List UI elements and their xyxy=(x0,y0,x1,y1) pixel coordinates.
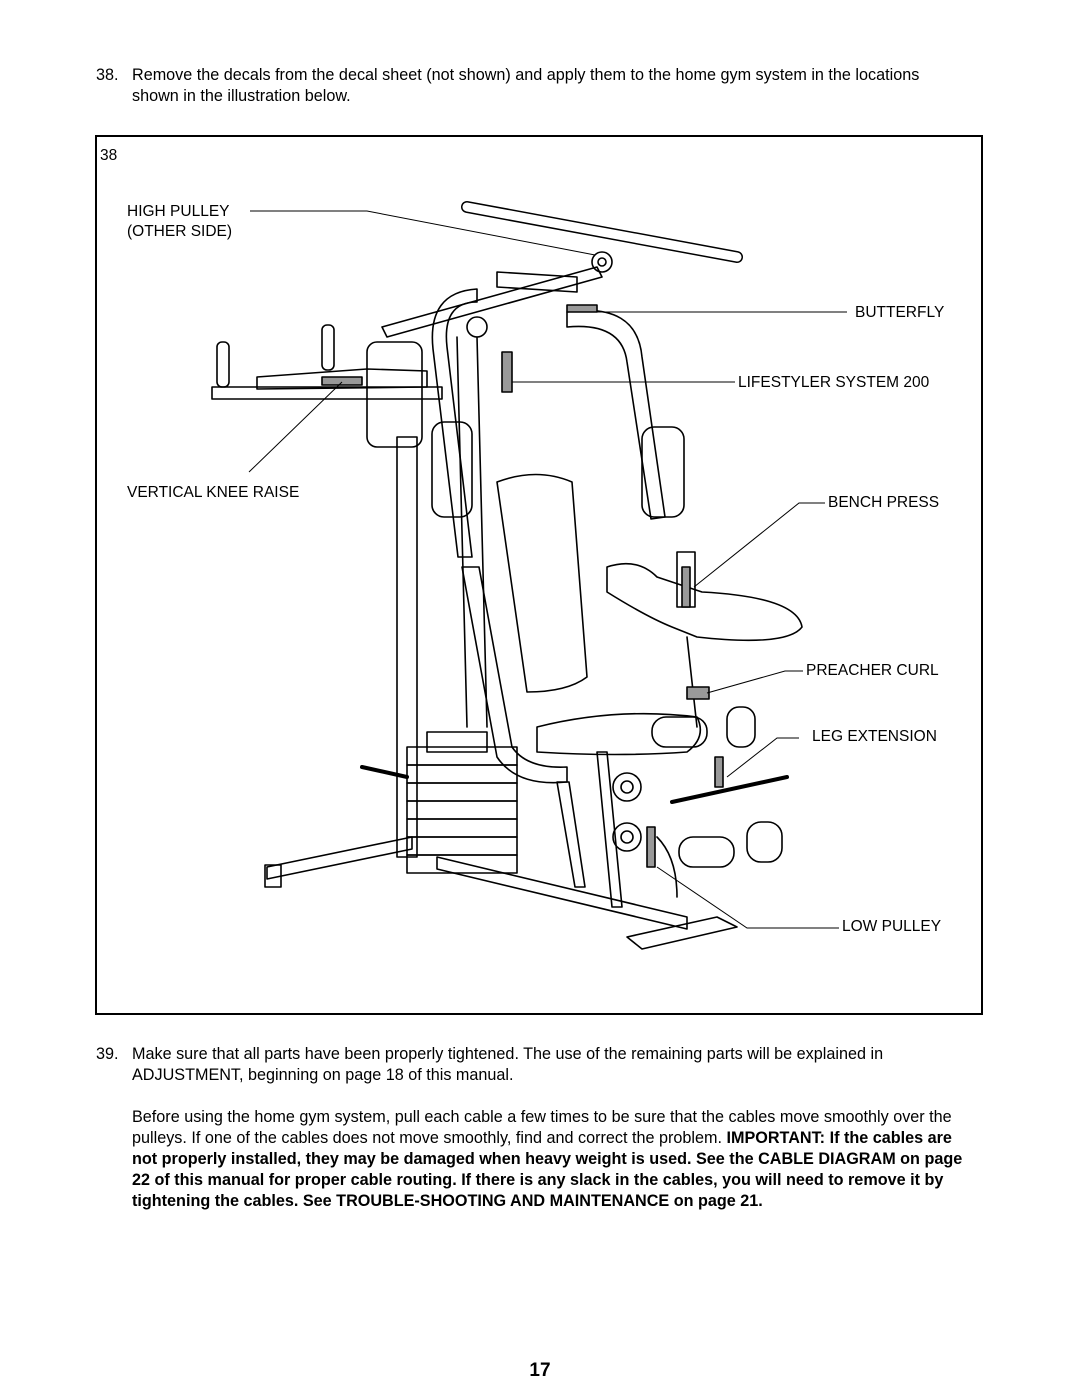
back-pad-upper xyxy=(366,341,423,448)
base-end-cap xyxy=(264,864,282,888)
leg-extension-pad-upper xyxy=(651,716,708,748)
knee-raise-handle-right xyxy=(321,324,335,371)
seat-pad xyxy=(536,712,702,756)
base-foot-plate xyxy=(626,916,738,950)
leg-lever xyxy=(596,751,623,908)
step-text: Remove the decals from the decal sheet (… xyxy=(132,66,920,105)
knee-raise-pad xyxy=(256,368,428,390)
label-leg-extension: LEG EXTENSION xyxy=(812,728,937,745)
leg-extension-pad-right xyxy=(726,706,756,748)
butterfly-pad-left xyxy=(431,421,473,518)
decal-low-pulley xyxy=(646,826,656,868)
label-bench-press: BENCH PRESS xyxy=(828,494,940,511)
weight-stack-top xyxy=(426,731,488,753)
top-frame-beam xyxy=(381,266,603,338)
leg-extension-pad-far xyxy=(746,821,783,863)
upper-pulley xyxy=(466,316,488,338)
leader-bench-press xyxy=(693,502,825,588)
high-pulley xyxy=(591,251,613,273)
leader-low-pulley xyxy=(656,866,839,929)
step-text: Make sure that all parts have been prope… xyxy=(132,1045,884,1084)
weight-stack-bottom xyxy=(406,854,518,874)
base-rail-left xyxy=(266,836,413,880)
decal-leg-extension xyxy=(714,756,724,788)
decal-lifestyler xyxy=(501,351,513,393)
page-number: 17 xyxy=(529,1360,551,1381)
butterfly-arm-left xyxy=(431,288,478,558)
top-frame-crossbar xyxy=(496,271,578,293)
label-butterfly: BUTTERFLY xyxy=(855,304,945,321)
leader-knee-raise xyxy=(248,381,343,473)
home-gym-illustration xyxy=(211,201,847,950)
label-preacher-curl: PREACHER CURL xyxy=(806,662,939,679)
illustration-frame: 38 HIGH PULLEY (OTHER SIDE) VERTICAL KNE… xyxy=(95,135,983,1015)
decal-butterfly xyxy=(566,304,598,313)
leader-leg-extension xyxy=(726,737,799,778)
step-number: 38. xyxy=(96,66,119,84)
selector-pin xyxy=(360,765,409,779)
base-rail-right xyxy=(436,856,688,930)
low-pulley-cable xyxy=(656,836,678,898)
leg-extension-pad-lower xyxy=(678,836,735,868)
paragraph-important-text: IMPORTANT: If the cables are not properl… xyxy=(132,1129,963,1210)
label-other-side: (OTHER SIDE) xyxy=(127,223,233,240)
leader-high-pulley xyxy=(250,210,596,256)
step-39: 39. Make sure that all parts have been p… xyxy=(96,1044,966,1088)
butterfly-pad-right xyxy=(641,426,685,518)
label-low-pulley: LOW PULLEY xyxy=(842,918,942,935)
knee-raise-handle-left xyxy=(216,341,230,388)
label-high-pulley: HIGH PULLEY xyxy=(127,203,230,220)
decal-preacher-curl xyxy=(686,686,710,700)
guide-rod-1 xyxy=(456,336,468,728)
leg-extension-bar xyxy=(670,775,789,804)
decal-bench-press xyxy=(681,566,691,608)
guide-rod-2 xyxy=(476,336,488,728)
paragraph-normal-text: Before using the home gym system, pull e… xyxy=(132,1108,952,1147)
preacher-post xyxy=(686,636,698,728)
cable-check-paragraph: Before using the home gym system, pull e… xyxy=(132,1107,966,1212)
step-38: 38. Remove the decals from the decal she… xyxy=(96,65,966,109)
label-lifestyler-system: LIFESTYLER SYSTEM 200 xyxy=(738,374,930,391)
figure-number: 38 xyxy=(100,147,118,164)
preacher-curl-pad xyxy=(606,562,803,642)
lower-pulley-2 xyxy=(612,822,642,852)
leader-preacher-curl xyxy=(706,670,803,694)
label-vertical-knee-raise: VERTICAL KNEE RAISE xyxy=(127,484,300,501)
step-number: 39. xyxy=(96,1045,119,1063)
seat-back-pad xyxy=(496,473,588,693)
butterfly-arm-right xyxy=(566,309,666,520)
lower-pulley-1 xyxy=(612,772,642,802)
decal-knee-raise xyxy=(321,376,363,386)
